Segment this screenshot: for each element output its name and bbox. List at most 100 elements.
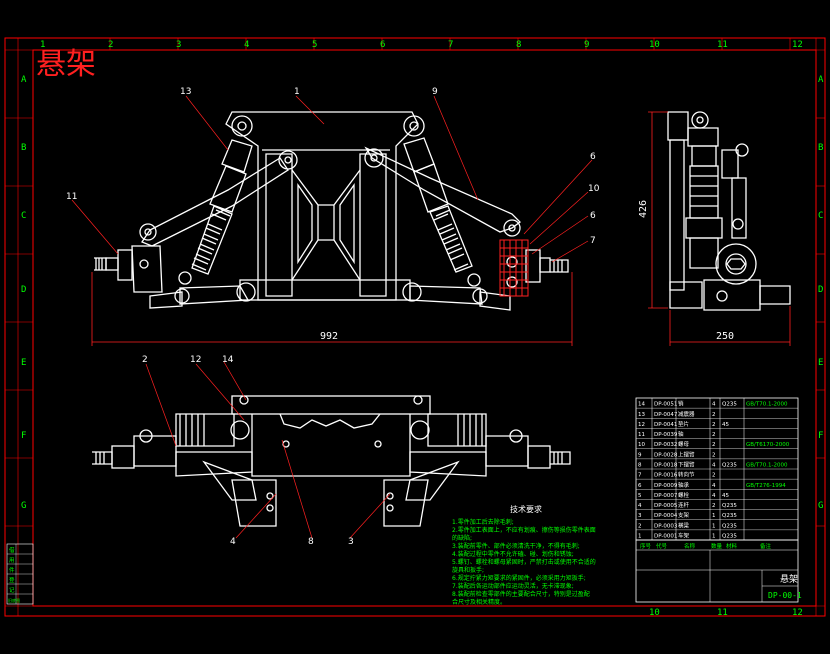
bom-cell-code: DP-0047 xyxy=(654,412,678,418)
title-block-drawing-no: DP-00-1 xyxy=(768,591,802,600)
zone-ticks xyxy=(5,38,825,527)
outer-frame xyxy=(4,37,826,617)
callout-12: 12 xyxy=(190,355,201,365)
inner-frame xyxy=(32,49,817,607)
tech-line-4: 3.装配前零件、部件必须清洗干净，不得有毛刺; xyxy=(452,542,580,550)
top-view xyxy=(92,395,571,527)
drawing-title: 悬架 xyxy=(36,47,96,82)
bom-cell-qty: 1 xyxy=(712,513,716,519)
callout-7: 7 xyxy=(590,236,596,246)
side-view xyxy=(667,111,791,311)
bom-cell-std: GB/T276-1994 xyxy=(746,483,786,489)
bom-cell-name: 减震器 xyxy=(678,410,695,418)
zone-top-2: 2 xyxy=(108,40,113,50)
front-view xyxy=(94,111,569,311)
bom-cell-code: DP-0009 xyxy=(654,483,678,489)
bom-cell-mat: Q235 xyxy=(722,523,737,529)
zone-bottom-12: 12 xyxy=(792,608,803,618)
tech-line-7: 旋具和扳手; xyxy=(452,566,484,574)
bom-cell-name: 支架 xyxy=(678,511,690,519)
strip-5: 记 xyxy=(9,587,15,594)
dimension-side xyxy=(648,111,791,346)
bom-cell-no: 11 xyxy=(638,432,645,438)
bom-cell-name: 轴 xyxy=(678,430,684,438)
zone-top-10: 10 xyxy=(649,40,660,50)
bom-cell-no: 10 xyxy=(638,442,645,448)
bom-cell-name: 上摆臂 xyxy=(678,450,695,458)
bom-cell-code: DP-0041 xyxy=(654,422,677,428)
bom-cell-mat: Q235 xyxy=(722,513,737,519)
strip-2: 用 xyxy=(9,557,15,564)
bom-cell-mat: 45 xyxy=(722,422,729,428)
callout-6a: 6 xyxy=(590,152,596,162)
zone-right-a: A xyxy=(818,75,824,85)
bom-cell-mat: Q235 xyxy=(722,534,737,540)
bom-header-mat: 材料 xyxy=(726,542,738,550)
bom-cell-qty: 2 xyxy=(712,473,716,479)
zone-right-c: C xyxy=(818,211,823,221)
bom-cell-code: DP-0028 xyxy=(654,452,678,458)
zone-top-3: 3 xyxy=(176,40,181,50)
bom-cell-no: 5 xyxy=(638,493,642,499)
bom-cell-code: DP-0018 xyxy=(654,463,678,469)
tech-line-8: 6.规定拧紧力矩要求的紧固件，必须采用力矩扳手; xyxy=(452,574,586,582)
tech-line-5: 4.装配过程中零件不允许磕、碰、划伤和锈蚀; xyxy=(452,550,574,558)
zone-top-7: 7 xyxy=(448,40,453,50)
highlighted-knuckle xyxy=(499,239,529,297)
bom-cell-name: 横梁 xyxy=(678,521,690,529)
zone-left-a: A xyxy=(21,75,27,85)
bom-cell-code: DP-0003 xyxy=(654,523,678,529)
bom-cell-std: GB/T70.1-2000 xyxy=(746,463,788,469)
zone-top-8: 8 xyxy=(516,40,521,50)
callout-10: 10 xyxy=(588,184,600,194)
bom-header-no: 序号 xyxy=(640,542,652,550)
zone-top-4: 4 xyxy=(244,40,249,50)
zone-right-b: B xyxy=(818,143,823,153)
bom-header-qty: 数量 xyxy=(711,542,723,550)
title-block: 序号 代号 名称 数量 材料 备注 悬架 DP-00-1 xyxy=(635,539,802,603)
bom-cell-qty: 2 xyxy=(712,452,716,458)
tech-line-3: 的缺陷; xyxy=(452,534,472,542)
bom-cell-code: DP-0001 xyxy=(654,534,677,540)
bom-cell-no: 2 xyxy=(638,523,642,529)
strip-4: 登 xyxy=(9,576,15,584)
zone-top-1: 1 xyxy=(40,40,45,50)
zone-left-d: D xyxy=(21,285,26,295)
bom-cell-qty: 4 xyxy=(712,493,716,499)
bom-cell-mat: Q235 xyxy=(722,503,737,509)
bom-cell-no: 7 xyxy=(638,473,642,479)
callout-13: 13 xyxy=(180,87,191,97)
bom-cell-code: DP-0016 xyxy=(654,473,678,479)
bom-cell-no: 8 xyxy=(638,463,642,469)
bom-cell-qty: 2 xyxy=(712,503,716,509)
bom-cell-no: 9 xyxy=(638,452,642,458)
dimension-992-label: 992 xyxy=(320,331,338,342)
bom-cell-name: 垫片 xyxy=(678,420,689,428)
callout-3: 3 xyxy=(348,537,354,547)
tech-line-11: 合尺寸及相关精度。 xyxy=(452,598,506,606)
bom-cell-qty: 2 xyxy=(712,422,716,428)
bom-cell-no: 1 xyxy=(638,534,642,540)
callout-11: 11 xyxy=(66,192,77,202)
strip-1: 借 xyxy=(9,546,15,554)
tech-line-6: 5.螺钉、螺栓和螺母紧固时，严禁打击或使用不合适的 xyxy=(452,558,596,566)
zone-top-6: 6 xyxy=(380,40,385,50)
dimension-992 xyxy=(91,272,573,346)
strip-6: 旧底图 xyxy=(8,597,20,603)
bom-cell-std: GB/T6170-2000 xyxy=(746,442,790,448)
bom-cell-name: 车架 xyxy=(678,532,690,540)
bom-cell-qty: 4 xyxy=(712,483,716,489)
tech-line-9: 7.装配后各运动部件应运动灵活，无卡滞现象; xyxy=(452,582,574,590)
zone-right-g: G xyxy=(818,501,823,511)
bom-cell-code: DP-0039 xyxy=(654,432,678,438)
bom-cell-name: 螺母 xyxy=(678,440,690,448)
bom-cell-code: DP-0007 xyxy=(654,493,678,499)
strip-3: 件 xyxy=(9,566,15,574)
left-register-strip: 借 用 件 登 记 旧底图 xyxy=(6,543,34,605)
tech-title: 技术要求 xyxy=(510,504,542,514)
callout-8: 8 xyxy=(308,537,314,547)
bom-header-name: 名称 xyxy=(684,542,696,550)
bom-cell-no: 14 xyxy=(638,402,645,408)
bom-cell-mat: Q235 xyxy=(722,463,737,469)
zone-left-b: B xyxy=(21,143,26,153)
